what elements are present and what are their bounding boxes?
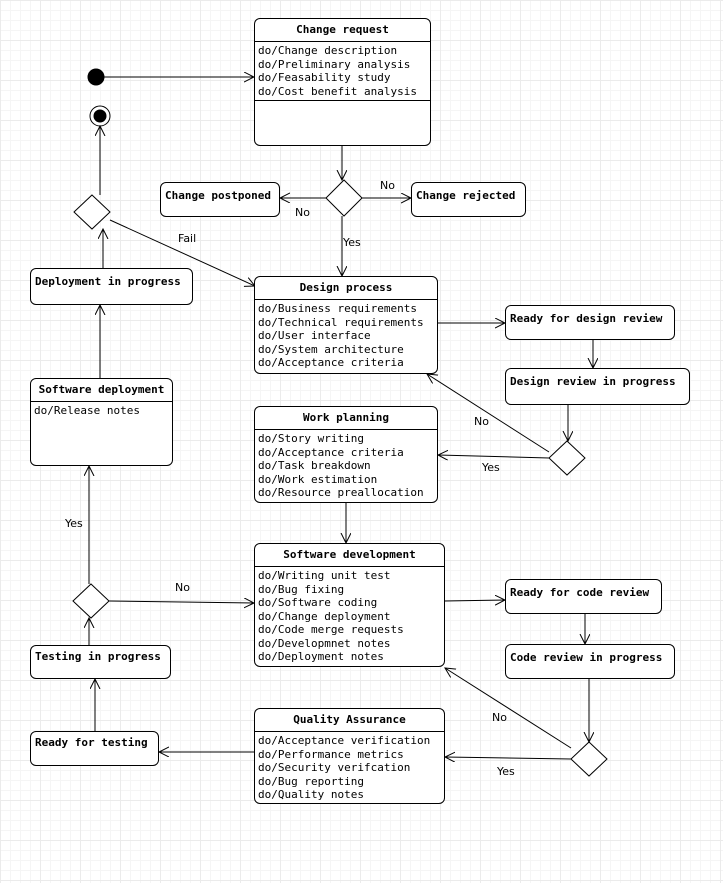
edge-code-decision-yes <box>445 757 572 759</box>
edge-development-to-ready-code-review <box>444 600 505 601</box>
activity: do/Resource preallocation <box>258 486 424 499</box>
label-change-yes: Yes <box>343 236 361 249</box>
state-activities: do/Release notes <box>31 402 172 418</box>
activity: do/System architecture <box>258 342 404 356</box>
state-change-postponed: Change postponed <box>160 182 280 217</box>
activity: do/Work estimation <box>258 472 378 486</box>
initial-node <box>87 68 105 86</box>
decision-code <box>570 741 608 777</box>
state-title: Software development <box>255 544 444 567</box>
activity: do/Release notes <box>34 404 140 417</box>
activity: do/Performance metrics <box>258 747 404 761</box>
activity: do/Story writing <box>258 432 364 445</box>
activity: do/Developmnet notes <box>258 636 391 650</box>
label-deploy-fail: Fail <box>178 232 197 245</box>
state-software-deployment: Software deployment do/Release notes <box>30 378 173 466</box>
edge-design-decision-yes <box>438 455 550 458</box>
label-testing-no: No <box>175 581 190 594</box>
activity: do/Acceptance criteria <box>258 356 404 369</box>
state-title: Ready for design review <box>510 312 663 325</box>
activity: do/Acceptance criteria <box>258 445 404 459</box>
activity: do/Writing unit test <box>258 569 391 582</box>
activity: do/Security verifcation <box>258 761 411 774</box>
state-activities: do/Story writing do/Acceptance criteria … <box>255 430 437 500</box>
state-title: Software deployment <box>31 379 172 402</box>
state-title: Quality Assurance <box>255 709 444 732</box>
state-title: Work planning <box>255 407 437 430</box>
activity: do/Cost benefit analysis <box>258 84 417 98</box>
final-node-dot <box>93 109 107 123</box>
label-design-yes: Yes <box>482 461 500 474</box>
edge-code-decision-no <box>445 668 572 749</box>
activity: do/Business requirements <box>258 302 417 315</box>
state-ready-design-review: Ready for design review <box>505 305 675 340</box>
state-change-rejected: Change rejected <box>411 182 526 217</box>
state-title: Change request <box>255 19 430 42</box>
activity: do/Change description <box>258 44 398 57</box>
activity: do/Preliminary analysis <box>258 57 411 71</box>
activity: do/Code merge requests <box>258 623 404 636</box>
state-title: Testing in progress <box>35 650 161 663</box>
state-activities: do/Change description do/Preliminary ana… <box>255 42 430 98</box>
label-testing-yes: Yes <box>65 517 83 530</box>
state-activities: do/Business requirements do/Technical re… <box>255 300 437 370</box>
state-ready-testing: Ready for testing <box>30 731 159 766</box>
activity: do/Change deployment <box>258 609 391 623</box>
state-activities: do/Writing unit test do/Bug fixing do/So… <box>255 567 444 664</box>
activity: do/Bug reporting <box>258 774 364 788</box>
label-rejected-no: No <box>380 179 395 192</box>
state-code-review-progress: Code review in progress <box>505 644 675 679</box>
state-title: Design process <box>255 277 437 300</box>
edge-deploy-decision-fail <box>109 219 255 286</box>
state-design-process: Design process do/Business requirements … <box>254 276 438 374</box>
edge-testing-decision-no <box>108 601 254 603</box>
activity: do/User interface <box>258 329 371 342</box>
state-software-development: Software development do/Writing unit tes… <box>254 543 445 667</box>
edge-design-decision-no <box>427 374 550 453</box>
activity: do/Bug fixing <box>258 582 345 596</box>
activity: do/Technical requirements <box>258 315 424 329</box>
state-ready-code-review: Ready for code review <box>505 579 662 614</box>
label-code-yes: Yes <box>497 765 515 778</box>
decision-design <box>548 440 586 476</box>
state-title: Code review in progress <box>510 651 663 664</box>
activity: do/Software coding <box>258 596 378 609</box>
state-change-request: Change request do/Change description do/… <box>254 18 431 146</box>
state-title: Change rejected <box>416 189 516 202</box>
state-title: Deployment in progress <box>35 275 181 288</box>
state-title: Design review in progress <box>510 375 676 388</box>
state-activities: do/Acceptance verification do/Performanc… <box>255 732 444 802</box>
activity: do/Deployment notes <box>258 650 384 663</box>
state-deployment-progress: Deployment in progress <box>30 268 193 305</box>
activity: do/Quality notes <box>258 788 364 801</box>
state-design-review-progress: Design review in progress <box>505 368 690 405</box>
state-work-planning: Work planning do/Story writing do/Accept… <box>254 406 438 503</box>
activity: do/Acceptance verification <box>258 734 431 747</box>
label-design-no: No <box>474 415 489 428</box>
activity: do/Task breakdown <box>258 459 371 472</box>
decision-change <box>325 179 363 217</box>
state-title: Change postponed <box>165 189 271 202</box>
state-quality-assurance: Quality Assurance do/Acceptance verifica… <box>254 708 445 804</box>
label-postponed-no: No <box>295 206 310 219</box>
compartment-divider <box>255 100 430 101</box>
state-title: Ready for testing <box>35 736 148 749</box>
state-title: Ready for code review <box>510 586 650 599</box>
label-code-no: No <box>492 711 507 724</box>
state-testing-progress: Testing in progress <box>30 645 171 679</box>
decision-deploy <box>73 194 111 230</box>
activity: do/Feasability study <box>258 71 391 84</box>
decision-testing <box>72 583 110 619</box>
